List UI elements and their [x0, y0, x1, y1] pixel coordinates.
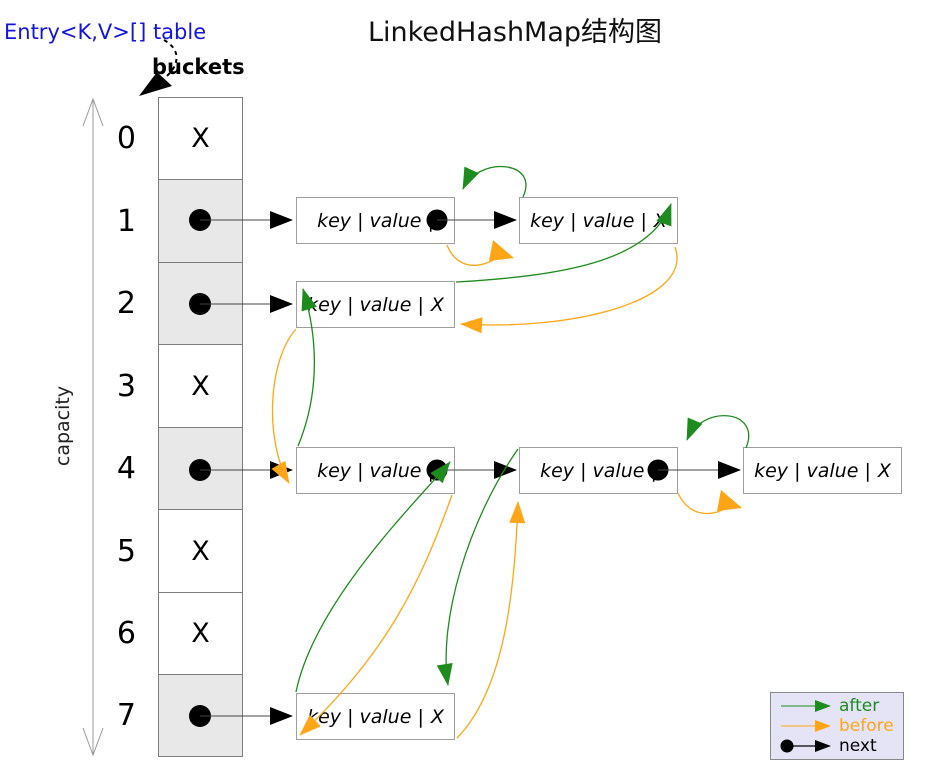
entry-node-bucket7-node1: key | value | X — [296, 693, 455, 740]
entry-text: key | value | — [307, 705, 424, 728]
bucket-index-7: 7 — [116, 698, 136, 733]
after-arrow — [295, 461, 451, 693]
bucket-cell-2: ● — [158, 262, 243, 345]
next-slot: X — [653, 209, 667, 232]
before-arrowhead-icon — [717, 490, 742, 511]
legend-label-before: before — [839, 716, 894, 736]
bucket-index-2: 2 — [116, 286, 136, 321]
capacity-label: capacity — [52, 385, 74, 467]
bucket-index-6: 6 — [116, 616, 136, 651]
bucket-cell-7: ● — [158, 674, 243, 757]
bucket-index-1: 1 — [116, 203, 136, 239]
diagram-title: LinkedHashMap结构图 — [367, 17, 663, 48]
before-arrowhead-icon — [489, 240, 514, 261]
bucket-index-3: 3 — [116, 368, 136, 404]
bucket-cell-1: ● — [158, 179, 243, 263]
bucket-slot: X — [191, 123, 210, 154]
bucket-slot: X — [191, 618, 210, 649]
after-arrow-icon — [781, 700, 831, 712]
before-arrow — [446, 244, 503, 266]
bucket-cell-3: X — [158, 344, 243, 428]
table-ref-label: Entry<K,V>[] table — [4, 20, 207, 44]
bucket-index-0: 0 — [116, 121, 136, 156]
before-arrow — [271, 328, 297, 484]
next-slot: X — [877, 459, 891, 482]
bucket-slot: X — [191, 370, 210, 402]
legend: after before next — [770, 692, 904, 760]
entry-text: key | value | — [317, 209, 434, 232]
entry-text: key | value | — [540, 459, 657, 482]
legend-item-after: after — [777, 696, 903, 716]
next-slot: X — [430, 705, 444, 728]
entry-text: key | value | — [530, 209, 647, 232]
entry-text: key | value | — [307, 293, 424, 316]
after-arrow — [436, 448, 519, 686]
legend-label-after: after — [839, 696, 880, 716]
entry-node-bucket4-node3: key | value | X — [743, 447, 902, 494]
before-arrow-icon — [781, 720, 831, 732]
bucket-cell-4: ● — [158, 427, 243, 510]
bucket-cell-6: X — [158, 592, 243, 675]
before-arrow — [456, 501, 526, 739]
entry-text: key | value | — [317, 459, 434, 482]
legend-item-next: next — [777, 736, 903, 756]
entry-node-bucket2-node1: key | value | X — [296, 281, 455, 328]
legend-label-next: next — [839, 736, 877, 756]
after-arrow — [686, 415, 750, 449]
entry-node-bucket1-node2: key | value | X — [519, 197, 678, 244]
bucket-cell-5: X — [158, 509, 243, 593]
next-slot: X — [430, 293, 444, 316]
entry-node-bucket1-node1: key | value |● — [296, 197, 455, 244]
bucket-index-5: 5 — [116, 533, 136, 569]
entry-node-bucket4-node2: key | value |● — [519, 447, 678, 494]
entry-text: key | value | — [754, 459, 871, 482]
bucket-cell-0: X — [158, 97, 243, 180]
buckets-label: buckets — [152, 55, 245, 79]
before-arrow — [677, 492, 732, 515]
after-arrow — [462, 166, 527, 198]
entry-node-bucket4-node1: key | value |● — [296, 447, 455, 494]
bucket-index-4: 4 — [116, 451, 136, 486]
bucket-slot: X — [191, 535, 210, 567]
before-arrow — [460, 246, 678, 334]
legend-item-before: before — [777, 716, 903, 736]
next-arrow-icon — [780, 739, 831, 753]
